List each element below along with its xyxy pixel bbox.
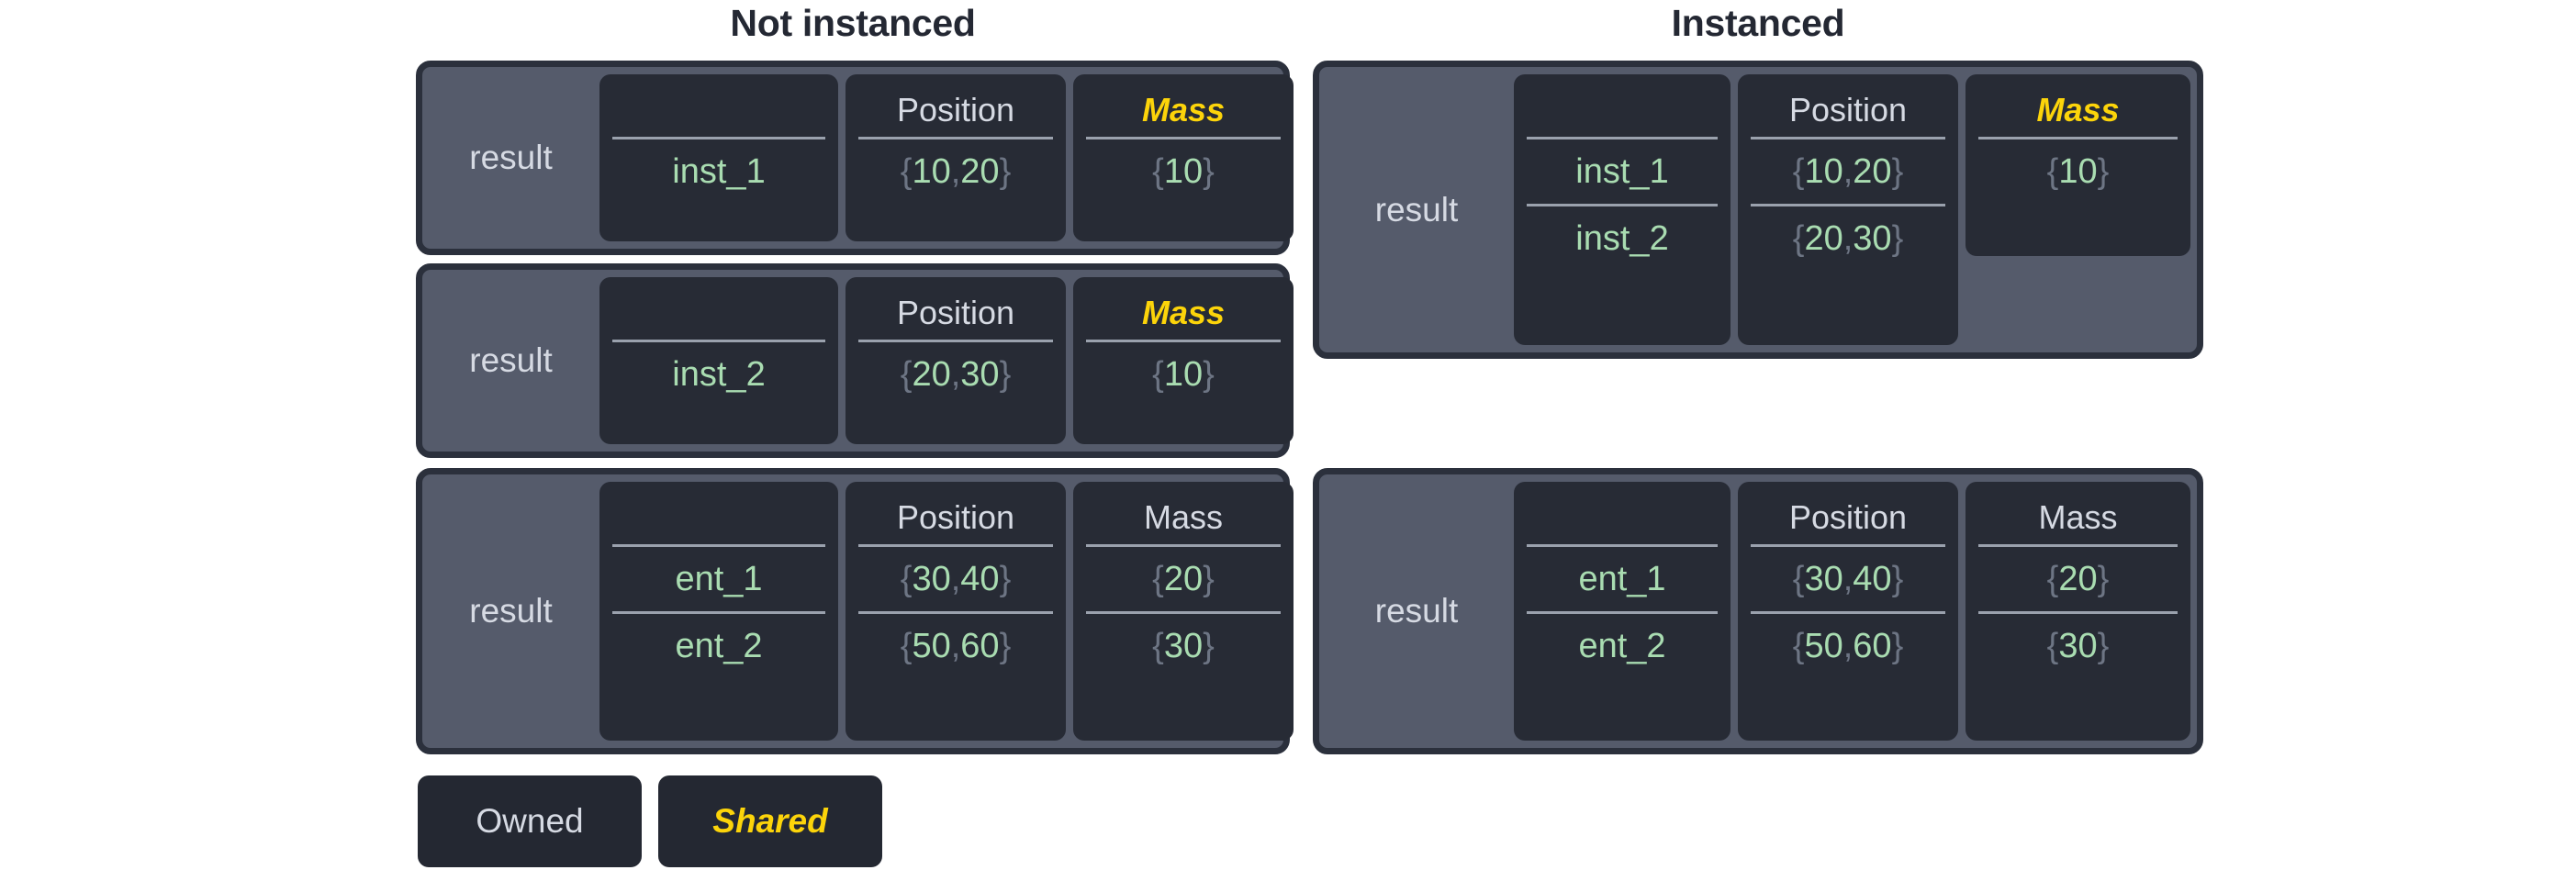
column-header-position: Position [1788,498,1908,536]
table-cell: {30} [1978,611,2178,678]
table-not-instanced-inst2: result inst_2 Position {20, 30} Mass {10… [416,263,1294,458]
column-position: Position {10, 20} [846,74,1066,241]
column-mass: Mass {20} {30} [1073,482,1294,741]
table-cell: {50, 60} [1751,611,1945,678]
column-title-not-instanced: Not instanced [730,2,976,44]
table-cell: {10} [1086,340,1281,407]
column-header-id [1527,491,1718,544]
legend: Owned Shared [418,775,882,867]
row-label-result: result [469,139,553,176]
table-not-instanced-inst1: result inst_1 Position {10, 20} Mass {10… [416,61,1294,255]
column-group: inst_1 inst_2 Position {10, 20} {20, 30}… [1514,74,2190,345]
table-cell: ent_1 [612,544,825,611]
table-cell: {10} [1086,137,1281,204]
column-group: ent_1 ent_2 Position {30, 40} {50, 60} M… [599,482,1294,741]
column-header-position: Position [896,91,1015,128]
table-cell: {10, 20} [858,137,1053,204]
column-mass: Mass {10} [1073,277,1294,444]
column-header-mass: Mass [1141,91,1226,128]
table-cell: ent_2 [612,611,825,678]
column-mass: Mass {10} [1966,74,2190,256]
table-cell: inst_2 [1527,204,1718,271]
column-header-mass: Mass [2036,91,2120,128]
column-header-id [612,84,825,137]
table-cell: {20} [1086,544,1281,611]
table-cell: ent_2 [1527,611,1718,678]
column-position: Position {30, 40} {50, 60} [846,482,1066,741]
column-group: inst_2 Position {20, 30} Mass {10} [599,277,1294,444]
table-cell: {50, 60} [858,611,1053,678]
column-group: inst_1 Position {10, 20} Mass {10} [599,74,1294,241]
table-cell: {20, 30} [858,340,1053,407]
row-label-result: result [1374,190,1459,229]
column-mass: Mass {20} {30} [1966,482,2190,741]
row-label-result: result [469,592,553,630]
row-label-result: result [1374,592,1459,630]
column-header-id [612,286,825,340]
column-position: Position {10, 20} {20, 30} [1738,74,1958,345]
column-header-mass: Mass [2038,498,2118,536]
column-mass: Mass {10} [1073,74,1294,241]
column-title-instanced: Instanced [1671,2,1845,44]
table-cell: {20, 30} [1751,204,1945,271]
column-header-position: Position [1788,91,1908,128]
column-header-id [1527,84,1718,137]
table-cell: inst_2 [612,340,825,407]
column-header-id [612,491,825,544]
column-position: Position {30, 40} {50, 60} [1738,482,1958,741]
column-header-position: Position [896,294,1015,331]
column-header-mass: Mass [1141,294,1226,331]
table-not-instanced-entities: result ent_1 ent_2 Position {30, 40} {50… [416,468,1294,754]
column-id: inst_1 inst_2 [1514,74,1730,345]
column-header-position: Position [896,498,1015,536]
column-id: inst_1 [599,74,838,241]
table-cell: {20} [1978,544,2178,611]
table-cell: {10, 20} [1751,137,1945,204]
table-cell: {30, 40} [1751,544,1945,611]
column-position: Position {20, 30} [846,277,1066,444]
table-cell: ent_1 [1527,544,1718,611]
table-cell: inst_1 [1527,137,1718,204]
row-label-result: result [469,341,553,379]
column-group: ent_1 ent_2 Position {30, 40} {50, 60} M… [1514,482,2190,741]
table-instanced-insts: result inst_1 inst_2 Position {10, 20} {… [1313,61,2203,359]
legend-chip-shared: Shared [658,775,882,867]
legend-chip-owned: Owned [418,775,642,867]
column-id: ent_1 ent_2 [1514,482,1730,741]
table-instanced-entities: result ent_1 ent_2 Position {30, 40} {50… [1313,468,2203,754]
column-header-mass: Mass [1143,498,1223,536]
column-id: ent_1 ent_2 [599,482,838,741]
table-cell: {30, 40} [858,544,1053,611]
table-cell: inst_1 [612,137,825,204]
table-cell: {30} [1086,611,1281,678]
table-cell: {10} [1978,137,2178,204]
column-id: inst_2 [599,277,838,444]
